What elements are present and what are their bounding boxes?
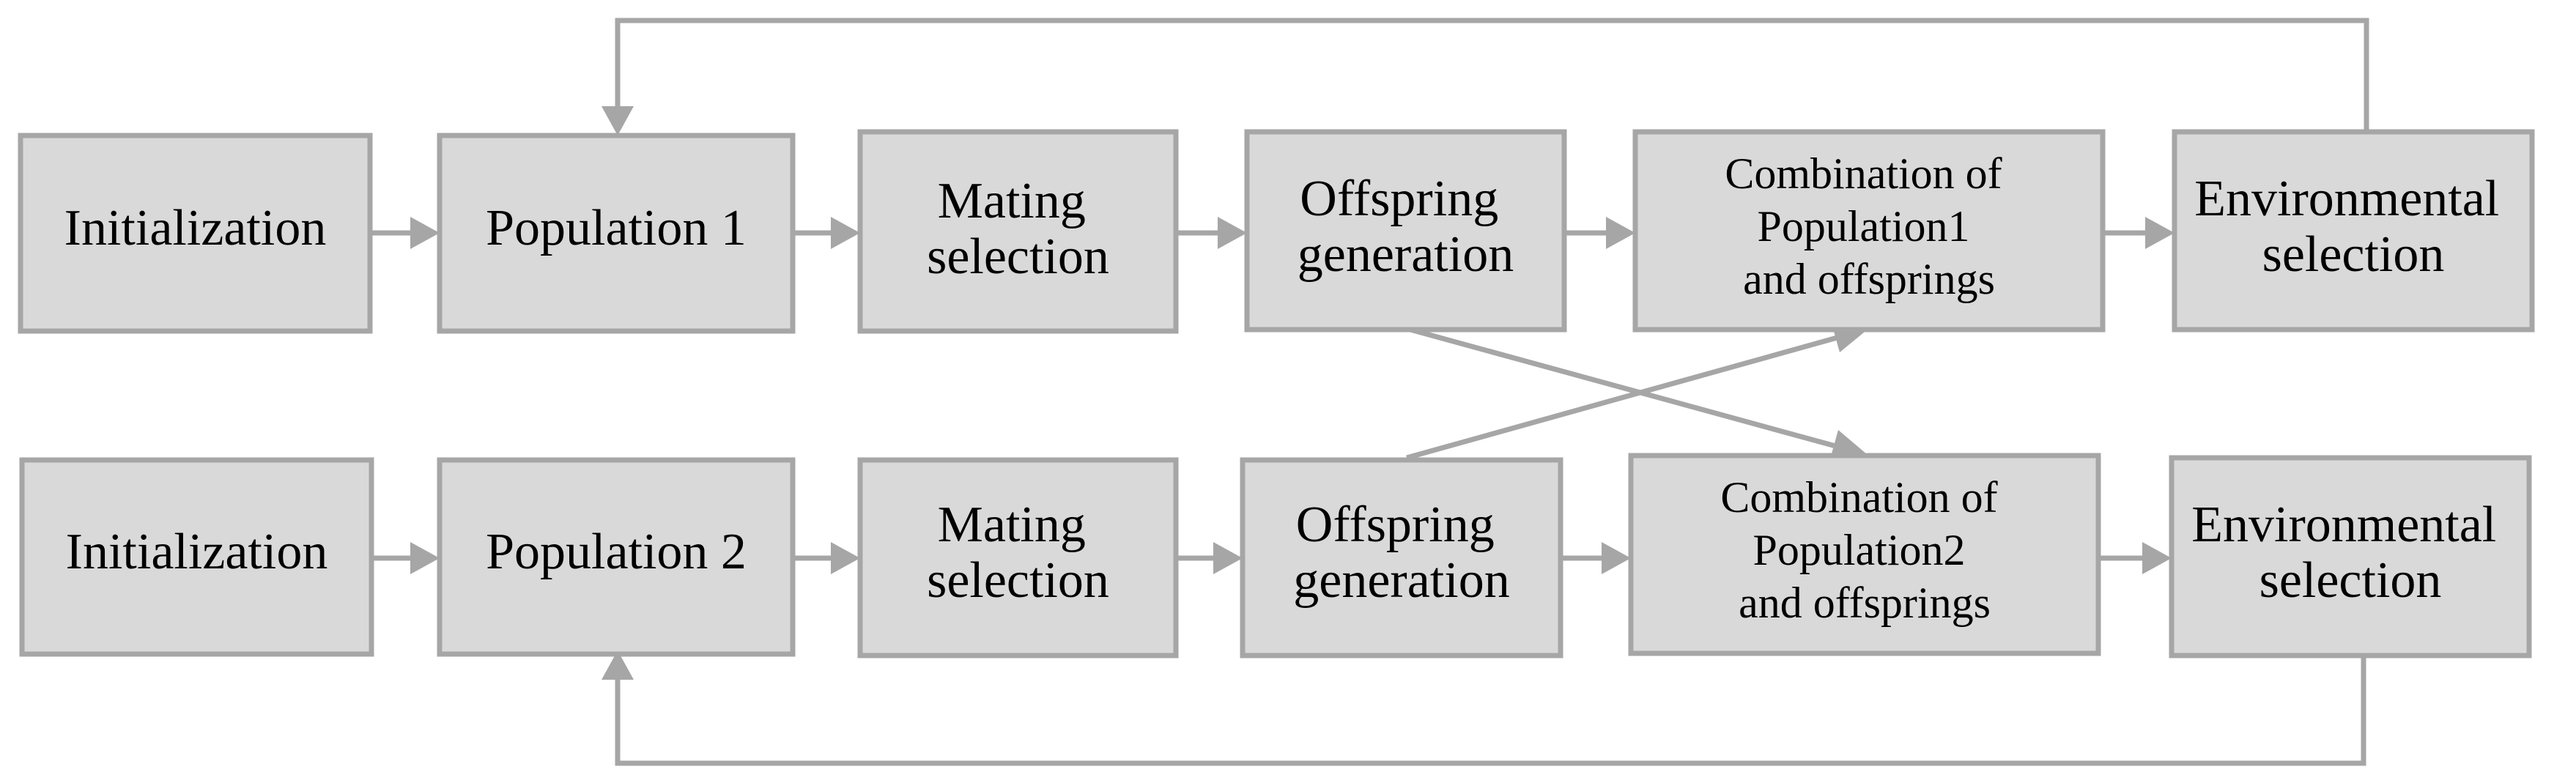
selection-label-env-1: selection <box>2262 226 2445 283</box>
arrow-r1-init-to-population <box>370 217 440 249</box>
population-2-box: Population 2 <box>437 457 796 657</box>
row-1: Initialization Population 1 Mating selec… <box>18 129 2535 334</box>
svg-text:Initialization: Initialization <box>64 200 327 256</box>
arrow-r2-population-to-mating <box>793 542 860 574</box>
arrow-r2-mating-to-offspring <box>1176 542 1243 574</box>
svg-text:Mating selection: Mating selection <box>927 173 1109 285</box>
environmental-label-2: Environmental <box>2191 497 2496 553</box>
generation-label-1: generation <box>1298 226 1514 283</box>
arrow-r1-mating-to-offspring <box>1176 217 1247 249</box>
arrow-r1-offspring-to-combination <box>1564 217 1635 249</box>
initialization-label-2: Initialization <box>66 524 328 580</box>
initialization-label-1: Initialization <box>64 200 327 256</box>
offspring-generation-box-2: Offspring generation <box>1240 457 1563 658</box>
arrow-r2-combination-to-environmental <box>2098 542 2172 574</box>
svg-text:Combination of Populat: Combination of Population1 and offspring… <box>1725 149 2013 303</box>
combination-box-1: Combination of Population1 and offspring… <box>1632 129 2106 333</box>
svg-text:Offspring generation: Offspring generation <box>1298 171 1514 283</box>
selection-label-env-2: selection <box>2259 552 2442 609</box>
svg-text:Population 1: Population 1 <box>486 200 747 256</box>
svg-text:Combination of Populat: Combination of Population2 and offspring… <box>1720 473 2008 627</box>
row-2: Initialization Population 2 Mating selec… <box>19 453 2532 658</box>
population-1-box: Population 1 <box>437 133 796 334</box>
offspring-label-2: Offspring <box>1296 497 1495 553</box>
offspring-generation-box-1: Offspring generation <box>1244 129 1567 333</box>
arrow-r2-offspring-to-combination <box>1561 542 1631 574</box>
mating-label-2: Mating <box>938 497 1086 553</box>
arrow-r1-combination-to-environmental <box>2103 217 2175 249</box>
combination-of-label-1: Combination of <box>1725 149 2002 198</box>
selection-label-1: selection <box>927 229 1109 285</box>
mating-selection-box-2: Mating selection <box>857 457 1179 658</box>
initialization-box-2: Initialization <box>19 457 374 657</box>
offspring-label-1: Offspring <box>1300 171 1498 227</box>
feedback-loop-row2 <box>602 650 2366 766</box>
and-offsprings-label-1: and offsprings <box>1743 255 1995 303</box>
environmental-selection-box-2: Environmental selection <box>2169 455 2532 658</box>
population-2-label: Population 2 <box>486 524 747 580</box>
arrow-r2-init-to-population <box>371 542 440 574</box>
svg-text:Environmental selectio: Environmental selection <box>2194 171 2512 283</box>
svg-text:Initialization: Initialization <box>66 524 328 580</box>
combination-box-2: Combination of Population2 and offspring… <box>1628 453 2101 656</box>
and-offsprings-label-2: and offsprings <box>1739 579 1991 627</box>
selection-label-2: selection <box>927 552 1109 609</box>
svg-text:Mating selection: Mating selection <box>927 497 1109 609</box>
population2-label: Population2 <box>1753 526 1965 574</box>
svg-text:Offspring generation: Offspring generation <box>1293 497 1509 609</box>
initialization-box-1: Initialization <box>18 133 373 334</box>
arrow-r1-population-to-mating <box>793 217 860 249</box>
svg-text:Population 2: Population 2 <box>486 524 747 580</box>
mating-selection-box-1: Mating selection <box>857 129 1179 334</box>
environmental-label-1: Environmental <box>2194 171 2499 227</box>
environmental-selection-box-1: Environmental selection <box>2172 129 2535 333</box>
population1-label: Population1 <box>1757 202 1969 251</box>
population-1-label: Population 1 <box>486 200 747 256</box>
combination-of-label-2: Combination of <box>1720 473 1997 522</box>
feedback-loop-row1 <box>602 18 2369 136</box>
connectors <box>370 18 2369 766</box>
mating-label-1: Mating <box>938 173 1086 229</box>
svg-text:Environmental selectio: Environmental selection <box>2191 497 2509 609</box>
generation-label-2: generation <box>1293 552 1509 609</box>
